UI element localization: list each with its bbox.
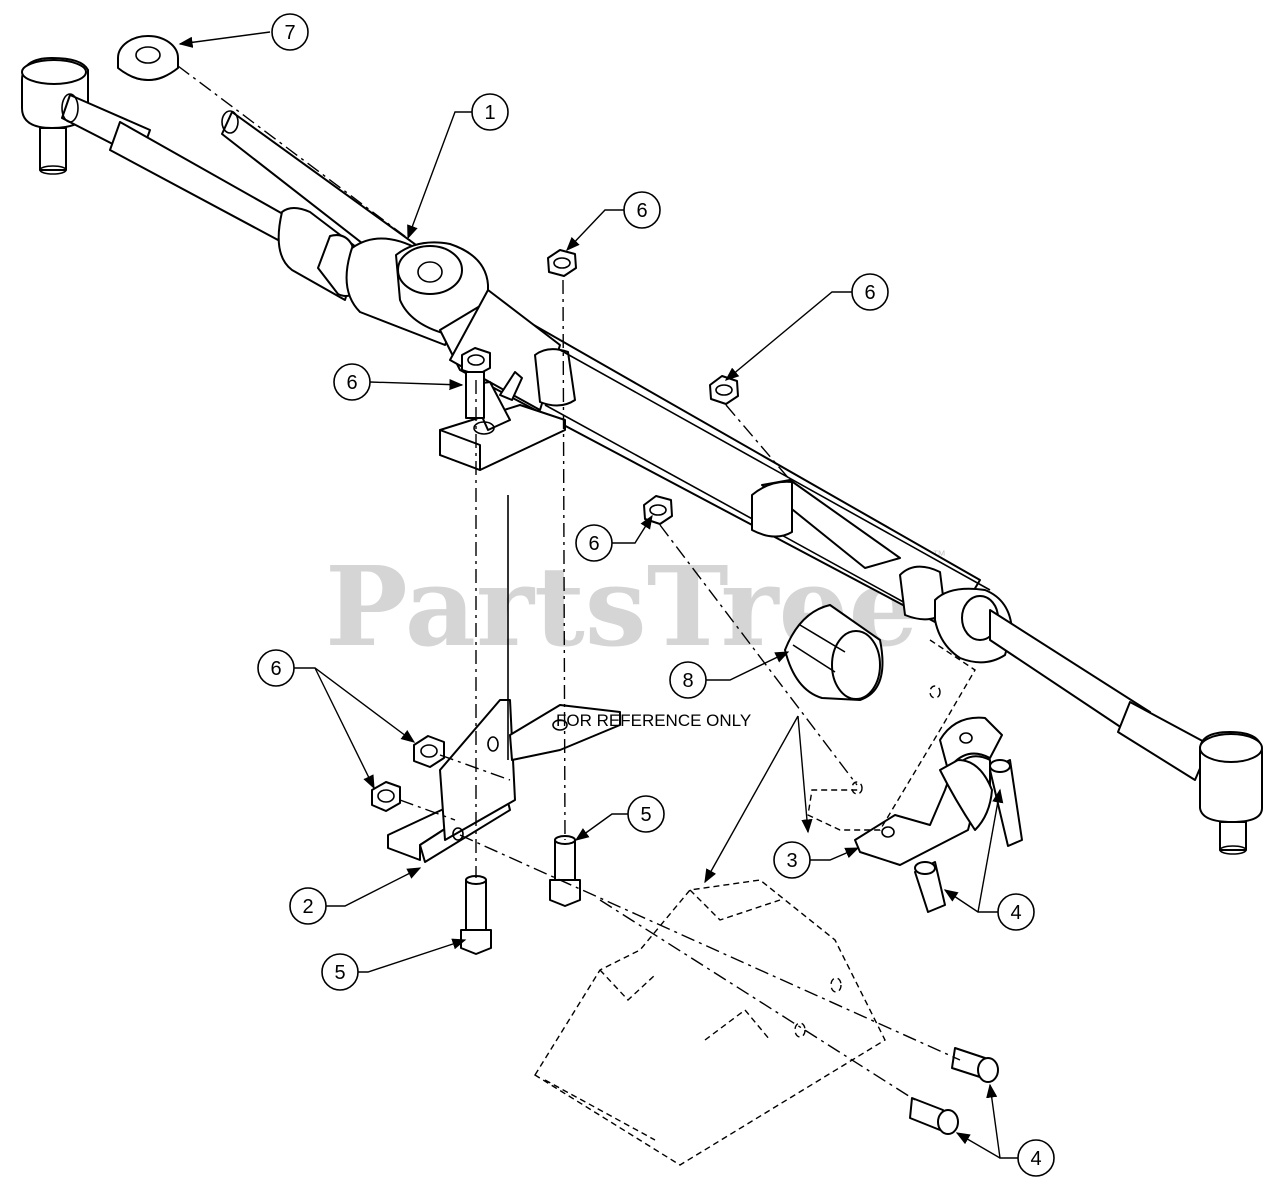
pin-part-4-b xyxy=(914,861,946,913)
assembly-centerlines xyxy=(177,65,961,1101)
hex-nut-lower-2 xyxy=(371,781,401,812)
svg-text:3: 3 xyxy=(786,850,797,872)
hex-nut-top xyxy=(547,249,577,277)
washer-part-7 xyxy=(117,35,179,81)
svg-text:5: 5 xyxy=(334,962,345,984)
hex-nut-bracket xyxy=(461,347,491,419)
svg-text:6: 6 xyxy=(864,282,875,304)
svg-text:1: 1 xyxy=(484,102,495,124)
svg-text:6: 6 xyxy=(636,200,647,222)
svg-text:5: 5 xyxy=(640,804,651,826)
steering-rack-assembly xyxy=(21,57,1263,855)
callout-5-lower: 5 xyxy=(321,953,359,991)
callout-8: 8 xyxy=(669,661,707,699)
callout-6-bracket: 6 xyxy=(333,363,371,401)
svg-text:6: 6 xyxy=(270,658,281,680)
callout-5-upper: 5 xyxy=(627,795,665,833)
hex-nut-right-upper xyxy=(709,375,739,405)
callout-6-right: 6 xyxy=(851,273,889,311)
svg-text:6: 6 xyxy=(588,533,599,555)
reference-note: FOR REFERENCE ONLY xyxy=(556,711,751,730)
pin-part-4-a xyxy=(989,759,1023,847)
leader-lines xyxy=(178,31,1018,1159)
svg-text:8: 8 xyxy=(682,670,693,692)
callout-1: 1 xyxy=(471,93,509,131)
svg-text:7: 7 xyxy=(284,22,295,44)
svg-text:6: 6 xyxy=(346,372,357,394)
svg-text:4: 4 xyxy=(1030,1148,1041,1170)
rack-mount-bracket xyxy=(439,371,566,471)
svg-text:2: 2 xyxy=(302,896,313,918)
callout-2: 2 xyxy=(289,887,327,925)
bushing-part-8 xyxy=(784,604,884,701)
clamp-part-3 xyxy=(854,716,1003,866)
hex-nut-lower-1 xyxy=(413,735,445,768)
callout-3: 3 xyxy=(773,841,811,879)
callout-4-upper: 4 xyxy=(997,893,1035,931)
callout-6-lower: 6 xyxy=(257,649,295,687)
bolt-part-5-lower xyxy=(460,875,492,955)
callout-6-center: 6 xyxy=(575,524,613,562)
reference-frame-outline xyxy=(534,639,976,1166)
svg-text:4: 4 xyxy=(1010,902,1021,924)
callout-4-lower: 4 xyxy=(1017,1139,1055,1177)
callout-6-top: 6 xyxy=(623,191,661,229)
pin-part-4-c xyxy=(951,1047,999,1083)
hex-nut-center xyxy=(643,495,673,525)
bolt-part-5-upper xyxy=(549,835,581,907)
callout-7: 7 xyxy=(271,13,309,51)
pin-part-4-d xyxy=(909,1097,959,1135)
